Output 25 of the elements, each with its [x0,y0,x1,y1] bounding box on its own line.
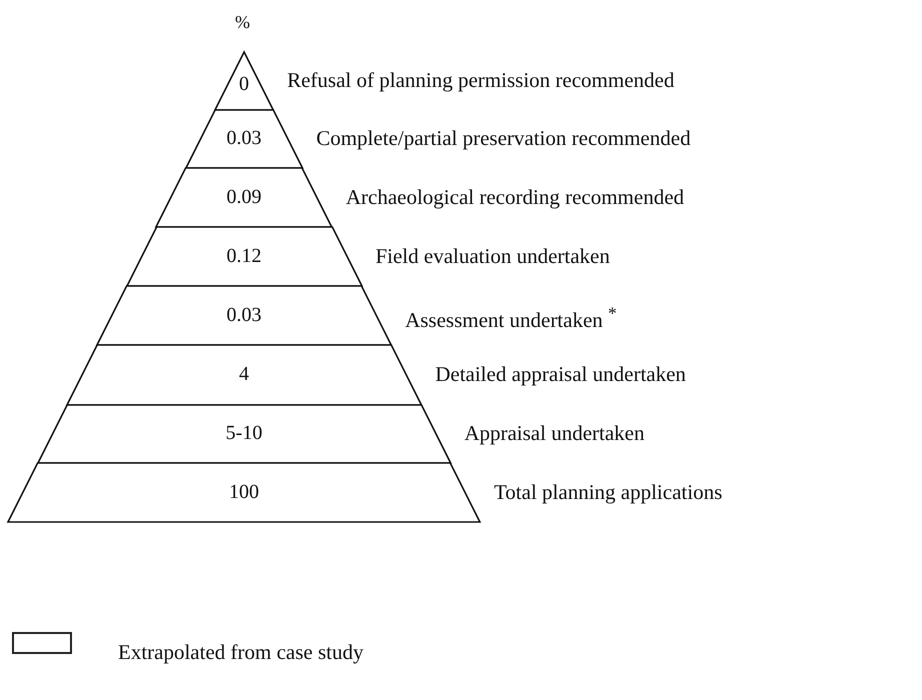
pyramid-band [186,110,302,168]
percentage-value: 4 [238,363,250,386]
stage-description: Detailed appraisal undertaken [435,362,686,387]
percentage-value: 100 [228,480,260,504]
percentage-value: 0 [238,73,250,96]
percentage-value: 5-10 [224,422,264,445]
unit-label: % [235,12,250,33]
pyramid-band [96,286,392,345]
pyramid-band [8,463,480,522]
stage-description: Archaeological recording recommended [346,184,684,210]
percentage-value: 0.09 [225,186,262,208]
percentage-value: 0.03 [225,127,262,150]
stage-description: Refusal of planning permission recommended [287,68,674,93]
percentage-value: 0.03 [225,304,262,326]
stage-description: Appraisal undertaken [464,421,644,446]
pyramid-band [156,168,332,227]
percentage-value: 0.12 [225,244,262,268]
stage-description: Complete/partial preservation recommended [316,126,691,151]
pyramid-band [66,345,422,405]
stage-description: Assessment undertaken $^{*}$ [405,302,617,332]
legend-text: Extrapolated from case study [118,640,364,665]
pyramid-band [38,405,450,463]
pyramid-band [126,227,362,286]
stage-description: Field evaluation undertaken [375,244,610,268]
stage-description: Total planning applications [494,480,722,504]
